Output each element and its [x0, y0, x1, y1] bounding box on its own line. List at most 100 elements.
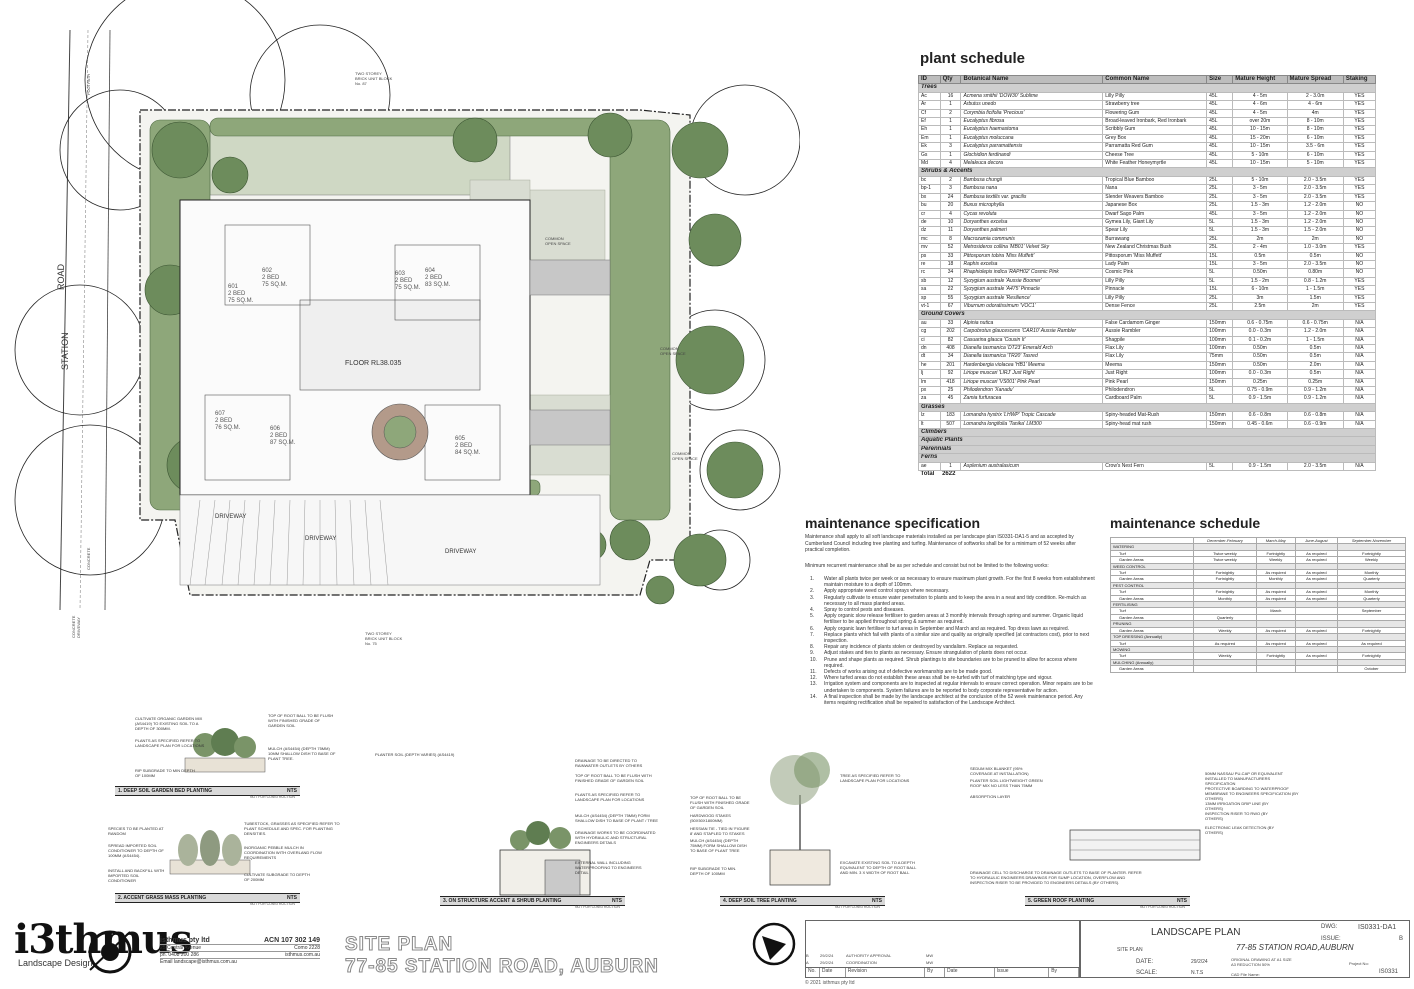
plant-cell: 5L	[1206, 394, 1234, 404]
plant-cell: Ac	[918, 91, 941, 102]
plant-cell: 5L	[1206, 226, 1234, 236]
plant-cell: Ef	[918, 117, 941, 127]
logo-emblem	[88, 930, 132, 974]
plant-cell: 45L	[1206, 100, 1234, 110]
detail-not-for-construction: NOT FOR CONSTRUCTION	[1140, 905, 1185, 909]
plant-cell: Gs	[918, 150, 941, 161]
detail-note-d3e: MULCH (AS4454) (DEPTH 75mm) FORM SHALLOW…	[575, 813, 659, 823]
date-value: 29/2/24	[1191, 959, 1208, 965]
revision-cell: A	[806, 960, 809, 965]
plant-cell: sp	[918, 293, 941, 303]
driveway-label: DRIVEWAY	[445, 549, 476, 555]
detail-note-d3f: DRAINAGE WORKS TO BE COORDINATED WITH HY…	[575, 830, 656, 845]
maintenance-item: 8.Repair any incidence of plants stolen …	[810, 644, 1095, 650]
station-road	[59, 29, 111, 611]
plant-cell: 45L	[1206, 133, 1234, 144]
scale-value: N.T.S	[1191, 970, 1204, 976]
plant-cell: 45L	[1206, 125, 1234, 135]
plant-group-name: Shrubs & Accents	[918, 167, 1376, 177]
revision-cell: COORDINATION	[846, 960, 877, 965]
schedule-cell: Garden Areas	[1109, 613, 1195, 622]
copyright: © 2021 isthmus pty ltd	[805, 980, 855, 986]
plant-cell: 5L	[1206, 276, 1234, 287]
maintenance-item: 1.Water all plants twice per week or as …	[810, 576, 1095, 588]
plant-cell: 0.8 - 1.2m	[1286, 276, 1344, 287]
plant-cell: 25L	[1206, 192, 1234, 203]
maintenance-item: 6.Apply organic lawn fertiliser to turf …	[810, 626, 1095, 632]
plant-cell: YES	[1342, 175, 1377, 186]
plant-cell: 1.5 - 2m	[1232, 276, 1288, 287]
plant-cell: 2	[939, 175, 962, 186]
plant-cell: Broad-leaved Ironbark, Red Ironbark	[1102, 117, 1208, 127]
plant-cell: 24	[939, 192, 962, 203]
plant-cell: 10 - 15m	[1232, 159, 1288, 169]
plant-cell: 183	[939, 411, 962, 421]
detail-note-d3g: EXTERNAL WALL INCLUDING WATERPROOFING TO…	[575, 860, 642, 875]
plant-cell: NO	[1342, 234, 1377, 245]
detail-note-d5c: ABSORPTION LAYER	[970, 794, 1011, 799]
plant-cell: N/A	[1342, 318, 1377, 329]
plant-total-value: 2622	[942, 471, 956, 478]
plant-cell: 4	[939, 159, 962, 169]
schedule-header: September-November	[1337, 536, 1406, 545]
plant-cell: Philodendron	[1102, 386, 1208, 396]
maintenance-item-text: Replace plants which fail with plants of…	[824, 631, 1090, 645]
schedule-cell: Turf	[1109, 652, 1195, 660]
plant-cell: 2.0 - 3.5m	[1286, 184, 1344, 194]
revision-cell: MW	[926, 953, 934, 958]
plant-cell: 55	[939, 293, 962, 303]
schedule-cell: Fortnightly	[1337, 549, 1406, 558]
maintenance-item-text: Regularly cultivate to ensure water pene…	[824, 594, 1087, 607]
detail-title-text: 3. ON STRUCTURE ACCENT & SHRUB PLANTING	[443, 898, 562, 904]
plant-cell: Arbutus unedo	[960, 100, 1104, 110]
plant-cell: 25L	[1206, 301, 1234, 312]
maintenance-spec-intro: Maintenance shall apply to all soft land…	[805, 534, 1076, 553]
plant-cell: 4 - 6m	[1232, 100, 1288, 110]
plant-cell: YES	[1342, 150, 1377, 161]
plant-cell: 25L	[1206, 243, 1234, 253]
schedule-cell	[1294, 665, 1339, 673]
schedule-cell	[1294, 581, 1339, 590]
schedule-cell: As required	[1294, 568, 1339, 577]
plant-cell: Cosmic Pink	[1102, 268, 1208, 278]
maintenance-item-number: 9.	[810, 650, 815, 657]
plant-cell: za	[918, 394, 941, 404]
plant-cell: Just Right	[1102, 369, 1208, 379]
detail-note-d2a: SPECIES TO BE PLANTED AT RANDOM	[108, 826, 164, 836]
plant-cell: 0.6 - 0.8m	[1232, 411, 1288, 421]
plant-cell: Eucalyptus moluccana	[960, 133, 1104, 144]
plant-group-name: Climbers	[918, 428, 1376, 438]
schedule-cell: As required	[1294, 639, 1339, 647]
revision-header: Revision	[846, 968, 926, 977]
maintenance-item-number: 4.	[810, 607, 815, 614]
plant-cell: Ar	[918, 100, 941, 110]
detail-note-d4b: TOP OF ROOT BALL TO BE FLUSH WITH FINISH…	[690, 795, 750, 810]
schedule-cell: As required	[1294, 652, 1339, 660]
plant-total-spacer	[961, 471, 1376, 479]
plant-cell: 4m	[1286, 108, 1344, 119]
plant-cell: Bambusa chungii	[960, 175, 1104, 186]
plant-cell: NO	[1342, 259, 1377, 270]
plant-schedule-header: ID	[918, 74, 941, 85]
schedule-cell: Quarterly	[1337, 575, 1406, 583]
plant-cell: Spiny-headed Mat-Rush	[1102, 411, 1208, 421]
plant-cell: Eh	[918, 125, 941, 135]
plant-cell: Corymbia ficifolia 'Precious'	[960, 108, 1104, 119]
plant-cell: 1	[939, 125, 962, 135]
plant-cell: 1	[939, 117, 962, 127]
plant-cell: N/A	[1342, 369, 1377, 379]
